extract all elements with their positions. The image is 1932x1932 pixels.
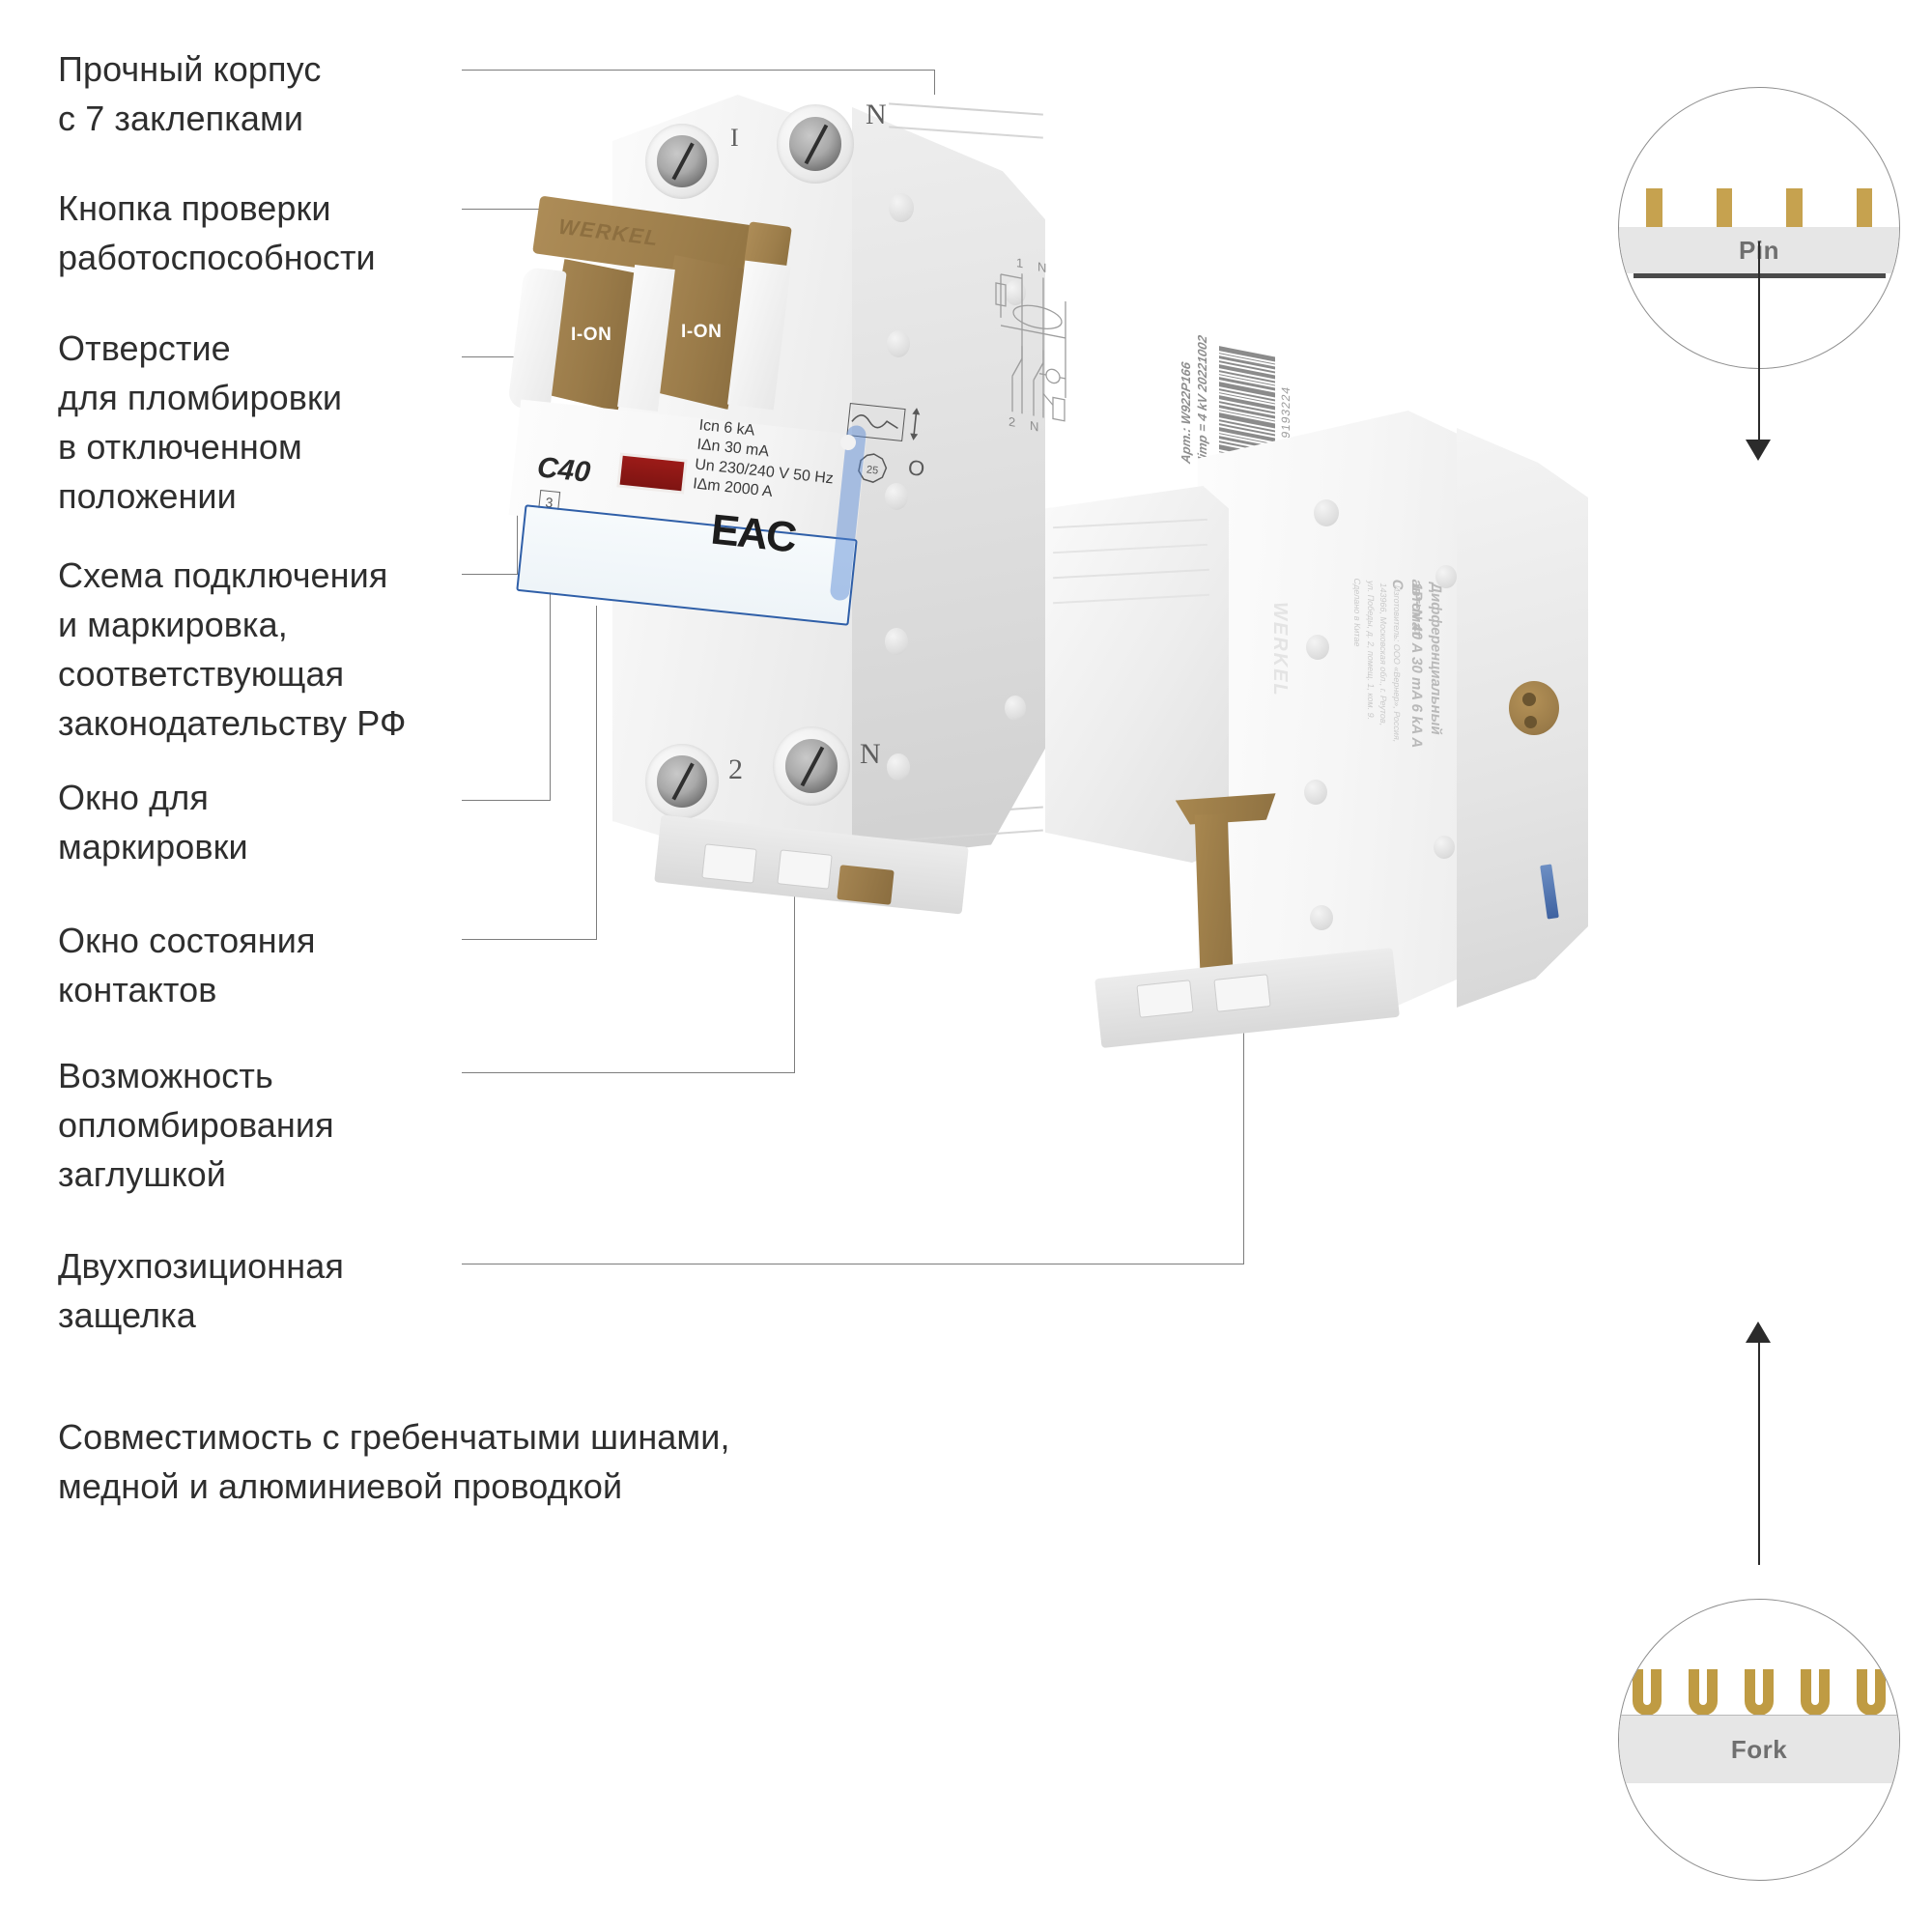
callout-fork: Fork bbox=[1618, 1599, 1900, 1881]
eac-conformity-mark: EAC bbox=[708, 505, 798, 562]
terminal-mark-bottom-load: 2 bbox=[728, 753, 743, 785]
leader-housing bbox=[462, 70, 935, 71]
wiring-diagram: 1 N 2 N bbox=[983, 246, 1128, 453]
rear-terminal-hole bbox=[1522, 693, 1536, 706]
leader-wiring-top bbox=[462, 574, 518, 575]
leader-contact-window bbox=[462, 939, 597, 940]
rear-brand-emboss: WERKEL bbox=[1269, 602, 1291, 697]
pin-tooth bbox=[1716, 188, 1732, 227]
pin-tooth bbox=[1856, 188, 1872, 227]
rear-fine-print: Изготовитель: ООО «Вернер», Россия, 1439… bbox=[1352, 577, 1403, 744]
feature-label-marking-window: Окно для маркировки bbox=[58, 778, 248, 867]
rear-din-foot-slot bbox=[1136, 980, 1194, 1018]
leader-marking-window bbox=[462, 800, 551, 801]
feature-label-busbar-compat: Совместимость с гребенчатыми шинами, мед… bbox=[58, 1417, 730, 1507]
product-rcbo-front-view: I N WERKEL I-ON I-ON C40 3 Icn 6 kA IΔn … bbox=[507, 77, 1293, 915]
din-foot-slot bbox=[777, 849, 833, 890]
leader-wiring-riser bbox=[517, 470, 518, 575]
moulding-ridge bbox=[889, 102, 1043, 116]
fork-tooth bbox=[1633, 1669, 1662, 1716]
fork-tooth bbox=[1801, 1669, 1830, 1716]
leader-latch-riser bbox=[1243, 985, 1244, 1264]
leader-marking-riser bbox=[550, 592, 551, 801]
rear-body-face bbox=[1197, 411, 1497, 1009]
terminal-bottom-load bbox=[645, 744, 719, 819]
svg-text:N: N bbox=[1030, 418, 1038, 435]
leader-seal-hole bbox=[462, 356, 549, 357]
rivet bbox=[887, 753, 910, 781]
fork-label: Fork bbox=[1730, 1734, 1788, 1764]
updown-arrow-icon bbox=[906, 407, 923, 445]
rivet bbox=[887, 330, 910, 357]
toggle-lever-1-label: I-ON bbox=[570, 324, 612, 345]
pin-arrow-head bbox=[1746, 440, 1771, 461]
terminal-bottom-neutral bbox=[773, 726, 850, 806]
fork-arrow-head bbox=[1746, 1321, 1771, 1343]
terminal-screw bbox=[784, 739, 838, 793]
terminal-screw bbox=[657, 135, 707, 187]
rivet bbox=[1314, 499, 1339, 526]
fork-arrow-stem bbox=[1758, 1343, 1760, 1565]
fork-tooth bbox=[1745, 1669, 1774, 1716]
pin-arrow-stem bbox=[1758, 242, 1760, 444]
svg-text:2: 2 bbox=[1009, 414, 1015, 430]
product-rcbo-rear-view: WERKEL Дифференциальный автомат 1P+N 40 … bbox=[1045, 411, 1604, 1049]
leader-contact-riser bbox=[596, 606, 597, 940]
fork-tooth bbox=[1689, 1669, 1718, 1716]
fork-teeth-row bbox=[1619, 1665, 1899, 1716]
terminal-slot bbox=[800, 746, 825, 786]
leader-seal-cap bbox=[462, 1072, 795, 1073]
svg-text:25: 25 bbox=[866, 464, 878, 476]
technical-specs: Icn 6 kA IΔn 30 mA Un 230/240 V 50 Hz IΔ… bbox=[692, 416, 835, 501]
rivet bbox=[1005, 280, 1026, 305]
terminal-slot bbox=[671, 762, 695, 801]
feature-label-wiring-scheme: Схема подключения и маркировка, соответс… bbox=[58, 555, 407, 744]
feature-label-seal-hole: Отверстие для пломбировки в отключенном … bbox=[58, 328, 343, 517]
waveform-symbol-box bbox=[846, 403, 906, 441]
terminal-screw bbox=[788, 117, 842, 171]
feature-label-seal-cap: Возможность опломбирования заглушкой bbox=[58, 1056, 334, 1195]
toggle-lever-2-label: I-ON bbox=[680, 321, 723, 342]
fork-baseline bbox=[1619, 1715, 1899, 1717]
rivet bbox=[885, 628, 908, 655]
rear-din-foot-slot bbox=[1213, 974, 1271, 1012]
pin-teeth-row bbox=[1619, 183, 1899, 227]
rivet bbox=[1435, 565, 1457, 588]
rivet bbox=[889, 193, 914, 222]
rivet bbox=[1310, 905, 1333, 930]
breaking-capacity-icon: 25 bbox=[854, 450, 891, 491]
waveform-icon bbox=[851, 414, 898, 430]
fork-tooth bbox=[1857, 1669, 1886, 1716]
leader-housing-drop bbox=[934, 70, 935, 95]
terminal-slot bbox=[804, 124, 829, 164]
contact-state-window bbox=[616, 452, 688, 495]
rivet bbox=[1005, 696, 1026, 721]
svg-text:N: N bbox=[1037, 259, 1046, 275]
din-latch-clip[interactable] bbox=[837, 865, 895, 905]
terminal-mark-bottom-neutral: N bbox=[860, 738, 881, 770]
terminal-top-line bbox=[645, 124, 719, 199]
svg-text:1: 1 bbox=[1016, 255, 1023, 270]
rear-terminal-hole bbox=[1524, 716, 1537, 728]
terminal-screw bbox=[657, 755, 707, 808]
feature-label-test-button: Кнопка проверки работоспособности bbox=[58, 188, 376, 278]
pin-tooth bbox=[1786, 188, 1803, 227]
feature-label-housing: Прочный корпус с 7 заклепками bbox=[58, 49, 322, 139]
din-foot-slot bbox=[701, 843, 757, 884]
feature-label-two-position-latch: Двухпозиционная защелка bbox=[58, 1246, 344, 1336]
rating-code: C40 bbox=[535, 451, 592, 489]
rivet bbox=[885, 483, 908, 510]
off-position-symbol: O bbox=[906, 455, 926, 481]
pin-tooth bbox=[1646, 188, 1662, 227]
rivet bbox=[1434, 836, 1455, 859]
feature-label-contact-state-window: Окно состояния контактов bbox=[58, 921, 316, 1010]
device-side-wall bbox=[852, 106, 1045, 862]
terminal-mark-top-line: I bbox=[730, 124, 739, 152]
rivet bbox=[1304, 780, 1327, 805]
terminal-top-neutral bbox=[777, 104, 854, 184]
terminal-mark-top-neutral: N bbox=[866, 99, 887, 130]
fork-band: Fork bbox=[1619, 1716, 1899, 1783]
rivet bbox=[1306, 635, 1329, 660]
terminal-slot bbox=[671, 142, 695, 181]
